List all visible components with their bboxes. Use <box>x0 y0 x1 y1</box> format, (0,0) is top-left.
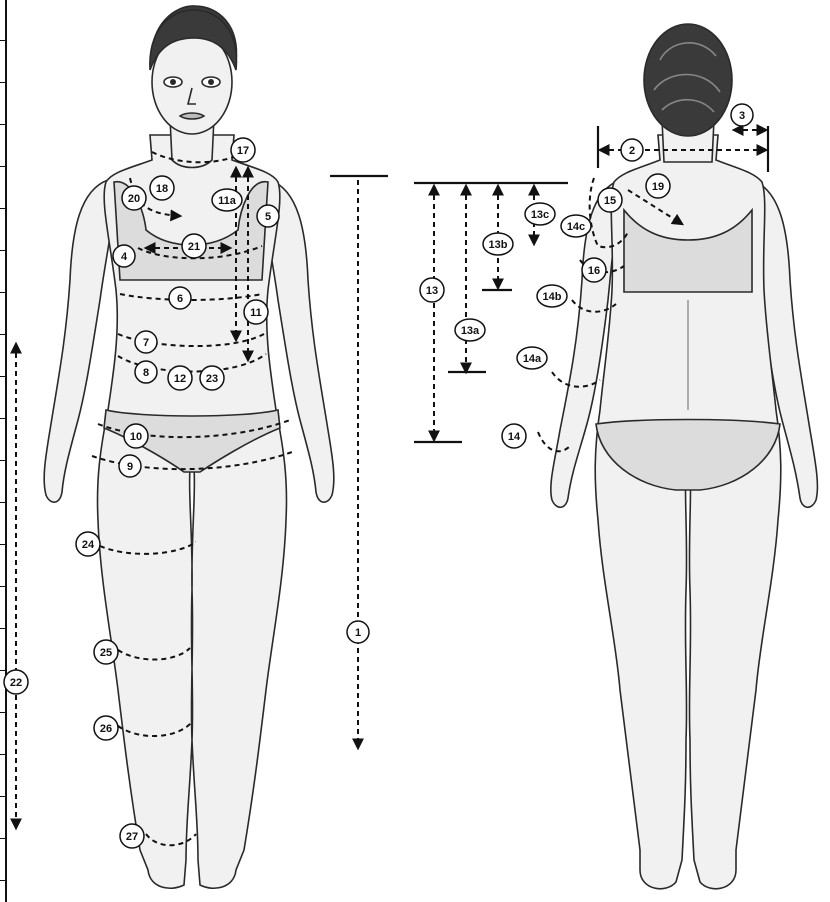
svg-text:22: 22 <box>10 677 22 689</box>
badge-26: 26 <box>94 716 118 740</box>
svg-text:11: 11 <box>250 307 262 319</box>
svg-text:25: 25 <box>100 647 112 659</box>
badge-12: 12 <box>168 366 192 390</box>
svg-text:5: 5 <box>265 211 271 223</box>
front-figure <box>44 6 334 888</box>
badge-14: 14 <box>502 424 526 448</box>
badge-14a: 14a <box>517 347 547 369</box>
badge-10: 10 <box>124 424 148 448</box>
svg-text:13c: 13c <box>531 209 549 221</box>
badge-20: 20 <box>122 186 146 210</box>
badge-27: 27 <box>120 824 144 848</box>
svg-text:9: 9 <box>127 461 133 473</box>
svg-text:14: 14 <box>508 431 521 443</box>
badge-14b: 14b <box>537 285 567 307</box>
badge-2: 2 <box>621 139 643 161</box>
back-figure <box>551 24 818 889</box>
badge-7: 7 <box>135 331 157 353</box>
svg-text:7: 7 <box>143 337 149 349</box>
badge-3: 3 <box>731 104 753 126</box>
svg-text:11a: 11a <box>218 195 237 207</box>
badge-17: 17 <box>231 138 255 162</box>
badge-14c: 14c <box>561 215 591 237</box>
svg-text:10: 10 <box>130 431 142 443</box>
svg-text:1: 1 <box>355 627 361 639</box>
svg-text:19: 19 <box>652 181 664 193</box>
badge-11a: 11a <box>212 189 242 211</box>
badge-15: 15 <box>598 188 622 212</box>
svg-text:14c: 14c <box>567 221 585 233</box>
svg-text:14a: 14a <box>523 353 542 365</box>
badge-16: 16 <box>582 258 606 282</box>
badge-18: 18 <box>150 176 174 200</box>
badge-8: 8 <box>135 361 157 383</box>
badge-25: 25 <box>94 640 118 664</box>
badge-24: 24 <box>76 532 100 556</box>
svg-text:12: 12 <box>174 373 186 385</box>
badge-11: 11 <box>244 300 268 324</box>
badge-23: 23 <box>200 366 224 390</box>
back-head <box>644 24 732 136</box>
svg-text:27: 27 <box>126 831 138 843</box>
svg-text:13: 13 <box>426 285 438 297</box>
badge-6: 6 <box>169 287 191 309</box>
svg-text:3: 3 <box>739 110 745 122</box>
badge-9: 9 <box>119 455 141 477</box>
svg-text:21: 21 <box>188 241 200 253</box>
badge-21: 21 <box>182 234 206 258</box>
badge-22: 22 <box>4 670 28 694</box>
svg-text:24: 24 <box>82 539 95 551</box>
svg-text:17: 17 <box>237 145 249 157</box>
badge-13b: 13b <box>483 233 513 255</box>
badge-13a: 13a <box>455 319 485 341</box>
badge-13c: 13c <box>525 203 555 225</box>
svg-text:2: 2 <box>629 145 635 157</box>
svg-text:4: 4 <box>121 251 128 263</box>
svg-text:13b: 13b <box>489 239 508 251</box>
svg-text:15: 15 <box>604 195 616 207</box>
badge-4: 4 <box>113 245 135 267</box>
svg-text:23: 23 <box>206 373 218 385</box>
badge-1: 1 <box>347 621 369 643</box>
svg-text:8: 8 <box>143 367 149 379</box>
badge-5: 5 <box>257 205 279 227</box>
svg-text:20: 20 <box>128 193 140 205</box>
svg-text:6: 6 <box>177 293 183 305</box>
svg-text:16: 16 <box>588 265 600 277</box>
badge-19: 19 <box>646 174 670 198</box>
svg-text:14b: 14b <box>543 291 562 303</box>
svg-text:26: 26 <box>100 723 112 735</box>
badge-13: 13 <box>420 278 444 302</box>
svg-text:13a: 13a <box>461 325 480 337</box>
svg-text:18: 18 <box>156 183 168 195</box>
